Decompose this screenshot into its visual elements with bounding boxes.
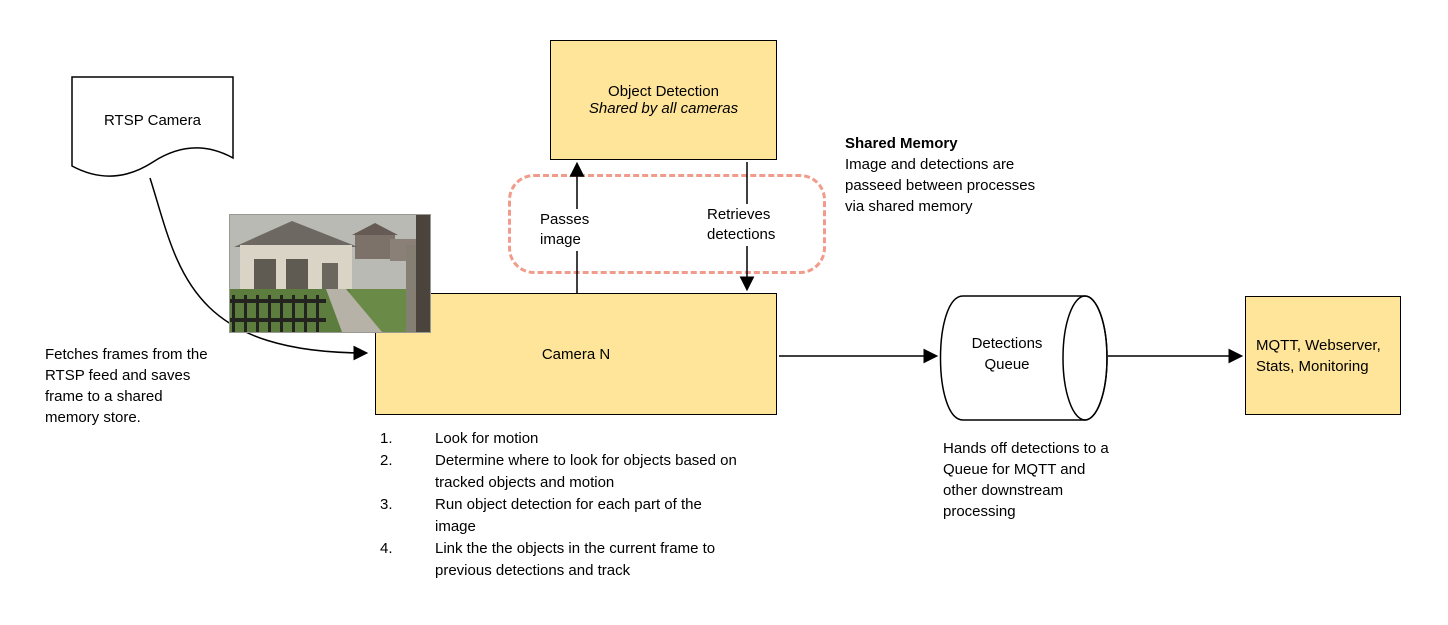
- list-item: 1. Look for motion: [380, 428, 750, 450]
- shared-memory-region: [508, 174, 826, 274]
- step-number: 4.: [380, 540, 393, 557]
- arrow-rtsp-to-camera: [149, 177, 369, 361]
- shared-memory-note-title: Shared Memory: [845, 135, 958, 152]
- rtsp-camera-shape: [71, 76, 234, 177]
- step-number: 2.: [380, 452, 393, 469]
- list-item: 3. Run object detection for each part of…: [380, 494, 750, 538]
- camera-n-node: Camera N: [375, 293, 777, 415]
- step-text: Determine where to look for objects base…: [435, 452, 737, 491]
- step-number: 3.: [380, 496, 393, 513]
- shared-memory-note: Shared Memory Image and detections are p…: [845, 133, 1057, 217]
- object-detection-subtitle: Shared by all cameras: [588, 100, 739, 117]
- fetch-frames-note: Fetches frames from the RTSP feed and sa…: [45, 346, 208, 426]
- detections-queue-label: Detections Queue: [971, 335, 1043, 373]
- step-number: 1.: [380, 430, 393, 447]
- camera-n-label: Camera N: [541, 345, 611, 363]
- list-item: 4. Link the the objects in the current f…: [380, 538, 750, 582]
- step-text: Link the the objects in the current fram…: [435, 540, 716, 579]
- detections-queue-shape: [939, 295, 1108, 421]
- camera-snapshot-art: [230, 215, 430, 332]
- step-text: Run object detection for each part of th…: [435, 496, 702, 535]
- outputs-node: MQTT, Webserver, Stats, Monitoring: [1245, 296, 1401, 415]
- camera-snapshot-image: [229, 214, 431, 333]
- outputs-label: MQTT, Webserver, Stats, Monitoring: [1256, 336, 1381, 375]
- object-detection-node: Object Detection Shared by all cameras: [550, 40, 777, 160]
- queue-handoff-note: Hands off detections to a Queue for MQTT…: [943, 440, 1109, 520]
- retrieves-detections-label: Retrieves detections: [705, 204, 791, 246]
- camera-steps-list: 1. Look for motion 2. Determine where to…: [380, 428, 750, 582]
- rtsp-camera-label: RTSP Camera: [104, 112, 201, 129]
- shared-memory-note-body: Image and detections are passeed between…: [845, 156, 1036, 215]
- list-item: 2. Determine where to look for objects b…: [380, 450, 750, 494]
- step-text: Look for motion: [435, 430, 539, 447]
- object-detection-title: Object Detection: [608, 83, 719, 100]
- passes-image-label: Passes image: [538, 209, 600, 251]
